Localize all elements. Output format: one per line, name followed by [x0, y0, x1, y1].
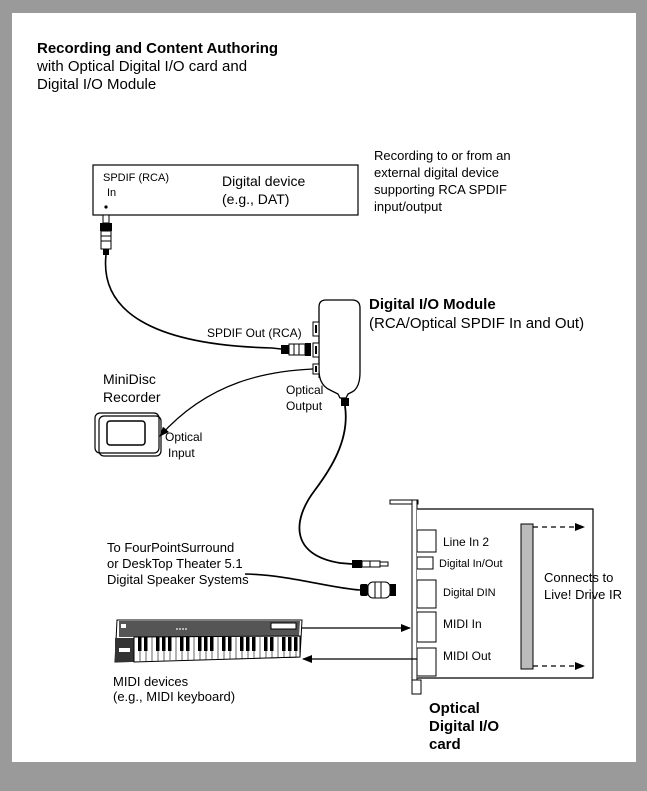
module-cable: [298, 405, 353, 565]
card-title2: Digital I/O: [429, 718, 499, 735]
rca-plug-module: [281, 343, 311, 356]
diagram-title: Recording and Content Authoring: [37, 40, 278, 57]
digital-device-box: [92, 164, 359, 216]
module-name: Digital I/O Module: [369, 296, 496, 313]
midi-keyboard: [114, 619, 303, 663]
optical-input-label2: Input: [168, 446, 195, 460]
note-line4: input/output: [374, 199, 442, 214]
optical-output-label2: Output: [286, 399, 323, 413]
spdif-in-label: In: [107, 187, 116, 199]
port-midi-in: MIDI In: [443, 617, 482, 631]
module-description: (RCA/Optical SPDIF In and Out): [369, 315, 584, 332]
rca-plug-top: [100, 214, 112, 255]
din-plug: [360, 581, 396, 599]
spdif-in-jack: [104, 205, 108, 209]
spdif-cable: [104, 254, 282, 350]
midi-devices-line2: (e.g., MIDI keyboard): [113, 689, 235, 704]
card-title3: card: [429, 736, 461, 753]
digital-device-example: (e.g., DAT): [222, 191, 289, 207]
minidisc-recorder: [94, 412, 162, 457]
connects-line1: Connects to: [544, 570, 613, 585]
note-line2: external digital device: [374, 165, 499, 180]
minidisc-label1: MiniDisc: [103, 371, 156, 387]
optical-cable: [159, 368, 314, 437]
connects-line2: Live! Drive IR: [544, 587, 622, 602]
spdif-rca-label: SPDIF (RCA): [103, 172, 169, 184]
optical-input-label1: Optical: [165, 430, 202, 444]
spdif-out-label: SPDIF Out (RCA): [207, 326, 302, 340]
minidisc-label2: Recorder: [103, 389, 161, 405]
mini-plug: [352, 560, 389, 568]
digital-device-name: Digital device: [222, 173, 305, 189]
din-cable: [244, 573, 361, 591]
speakers-line3: Digital Speaker Systems: [107, 572, 249, 587]
diagram-subtitle-line1: with Optical Digital I/O card and: [36, 58, 247, 75]
speakers-line1: To FourPointSurround: [107, 540, 234, 555]
port-digital-din: Digital DIN: [443, 587, 496, 599]
diagram-subtitle-line2: Digital I/O Module: [37, 76, 156, 93]
port-line-in-2: Line In 2: [443, 535, 489, 549]
note-line3: supporting RCA SPDIF: [374, 182, 507, 197]
card-title1: Optical: [429, 700, 480, 717]
optical-output-label1: Optical: [286, 383, 323, 397]
speakers-line2: or DeskTop Theater 5.1: [107, 556, 243, 571]
port-midi-out: MIDI Out: [443, 649, 492, 663]
optical-digital-io-card: [389, 499, 594, 695]
midi-devices-line1: MIDI devices: [113, 674, 189, 689]
digital-io-module: [312, 299, 361, 406]
note-line1: Recording to or from an: [374, 148, 511, 163]
port-digital-in-out: Digital In/Out: [439, 558, 503, 570]
